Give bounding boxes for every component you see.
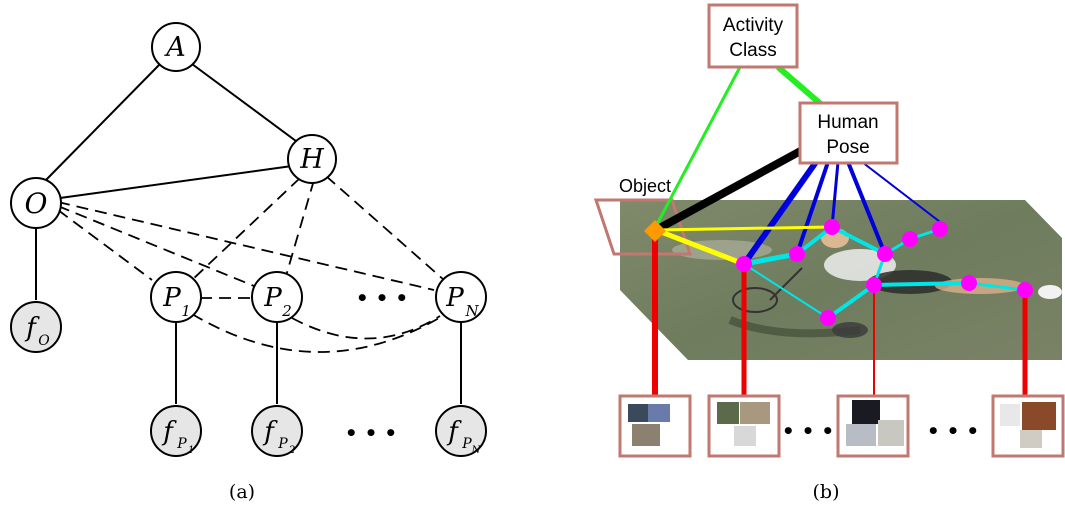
node-fP2-sub: P xyxy=(277,436,288,452)
pose-joints xyxy=(736,219,1033,326)
edge-activity-object xyxy=(652,66,742,231)
node-fP2-subsub: 2 xyxy=(288,445,295,456)
solid-edges xyxy=(35,63,462,404)
object-label: Object xyxy=(619,176,671,196)
node-O-label: O xyxy=(25,187,48,220)
node-H: H xyxy=(287,134,337,184)
feature-patch-object xyxy=(618,394,692,458)
node-P2-label: P xyxy=(263,283,282,313)
object-marker xyxy=(644,220,666,242)
feature-patch-joint-2 xyxy=(836,394,910,458)
human-label-line2: Pose xyxy=(826,137,869,158)
node-PN-label: P xyxy=(445,283,464,313)
node-PN: P N xyxy=(435,271,487,323)
edges-pose-joints xyxy=(741,160,945,266)
node-P2: P 2 xyxy=(251,271,303,323)
activity-label-line2: Class xyxy=(729,40,777,61)
node-fPN-sub: P xyxy=(461,436,472,452)
node-P1: P 1 xyxy=(150,271,202,323)
object-box xyxy=(593,198,693,256)
feature-patch-joint-n xyxy=(991,394,1065,458)
panel-a-graph: A H O P 1 P 2 • • • P N f O xyxy=(10,22,487,503)
node-P2-sub: 2 xyxy=(281,302,292,320)
node-fPN-subsub: N xyxy=(471,445,482,456)
human-label-line1: Human xyxy=(817,112,878,133)
activity-class-box: Activity Class xyxy=(707,3,799,69)
node-H-label: H xyxy=(299,144,324,175)
tennis-photo xyxy=(620,200,1062,360)
panel-b-ellipsis-1: • • • xyxy=(782,419,834,443)
caption-a: (a) xyxy=(229,481,255,503)
node-PN-sub: N xyxy=(464,302,479,320)
node-fO: f O xyxy=(10,301,62,353)
node-fPN: f P N xyxy=(435,405,487,457)
panel-a-ellipsis-top: • • • xyxy=(356,286,408,310)
node-A-label: A xyxy=(163,32,186,63)
node-P1-sub: 1 xyxy=(181,302,191,320)
node-fP2: f P 2 xyxy=(251,405,303,457)
node-A: A xyxy=(151,22,201,72)
panel-a-ellipsis-bottom: • • • xyxy=(345,421,397,445)
edge-object-pose xyxy=(654,144,808,234)
node-P1-label: P xyxy=(162,283,181,313)
node-fP1-sub: P xyxy=(176,436,187,452)
dashed-edges xyxy=(57,175,447,353)
edge-object-hand xyxy=(655,227,745,267)
edges-to-features xyxy=(652,232,1028,398)
panel-b-figure: Activity Class Human Pose Object • • • xyxy=(593,3,1065,503)
activity-label-line1: Activity xyxy=(723,15,784,36)
human-pose-box: Human Pose xyxy=(798,101,899,165)
panel-b-ellipsis-2: • • • xyxy=(927,419,979,443)
node-O: O xyxy=(10,177,62,229)
node-fO-sub: O xyxy=(38,333,50,349)
edge-object-shoulder xyxy=(655,225,833,232)
feature-patch-joint-1 xyxy=(707,394,781,458)
node-fP1: f P 1 xyxy=(150,405,202,457)
caption-b: (b) xyxy=(813,481,840,503)
node-fP1-subsub: 1 xyxy=(188,445,194,456)
